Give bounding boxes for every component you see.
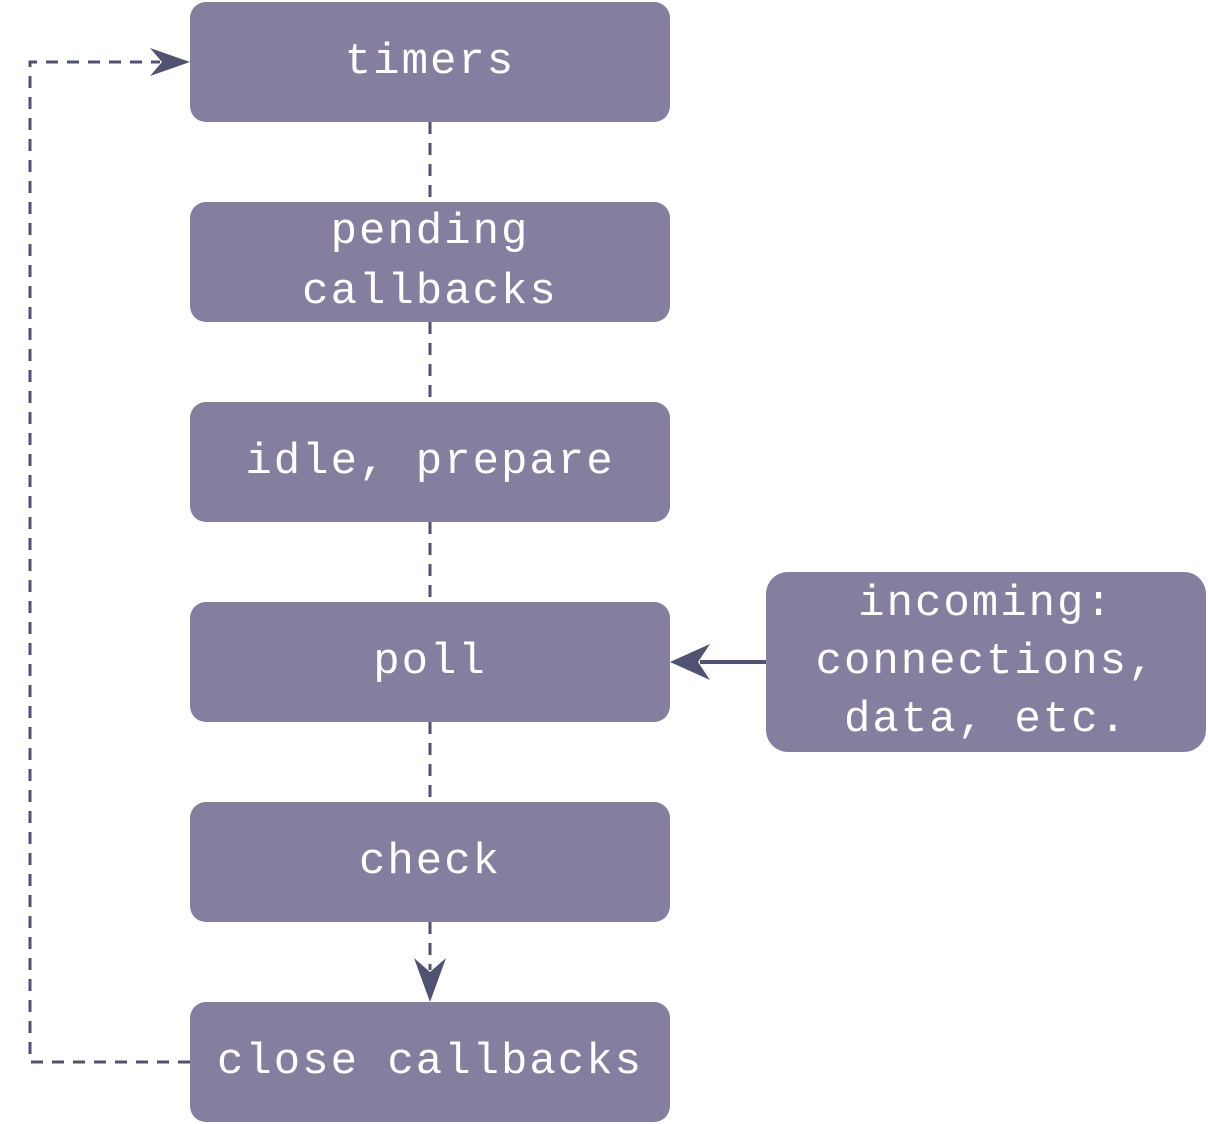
loop-back-connector [28, 60, 190, 1064]
phase-close-callbacks: close callbacks [190, 1002, 670, 1122]
phase-timers: timers [190, 2, 670, 122]
arrowhead-poll [670, 644, 710, 680]
arrowhead-timers [150, 48, 190, 76]
phase-poll: poll [190, 602, 670, 722]
incoming-box: incoming: connections, data, etc. [766, 572, 1206, 752]
phase-idle-prepare: idle, prepare [190, 402, 670, 522]
phase-check: check [190, 802, 670, 922]
arrowhead-close-callbacks [414, 958, 446, 1002]
phase-pending-callbacks: pending callbacks [190, 202, 670, 322]
